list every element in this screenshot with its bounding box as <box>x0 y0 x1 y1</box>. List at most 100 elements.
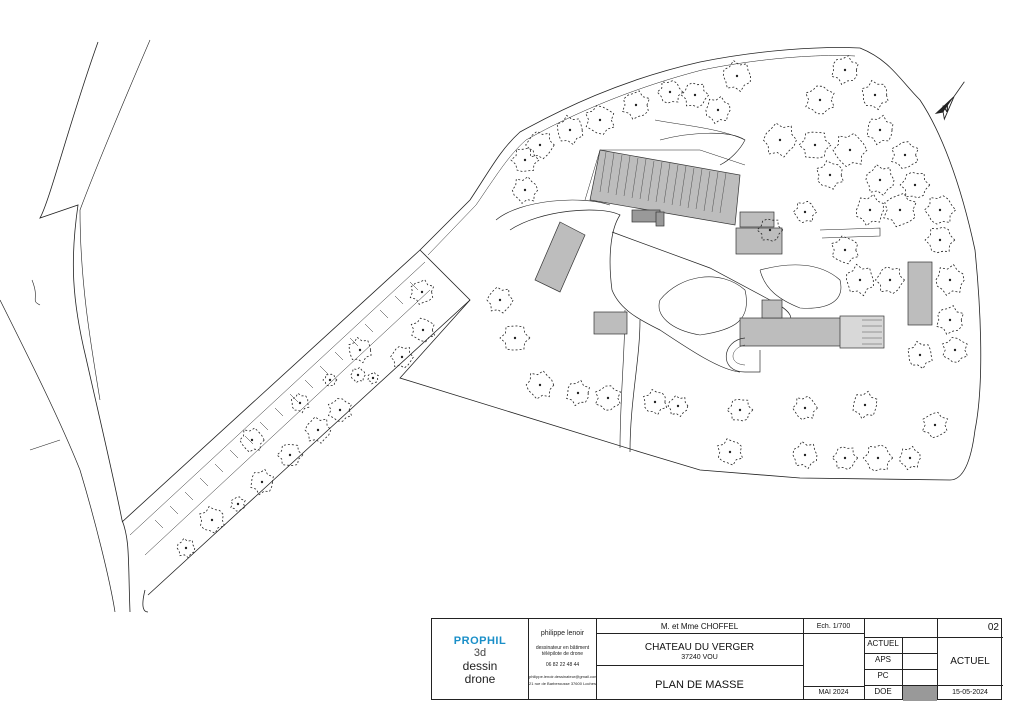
tree-trunk <box>716 108 720 112</box>
tree-trunk <box>843 248 847 252</box>
tree-trunk <box>513 336 517 340</box>
tree-trunk <box>576 391 580 395</box>
tree-trunk <box>523 158 527 162</box>
logo-3d: 3d <box>473 647 487 659</box>
tree-trunk <box>288 453 292 457</box>
phase-aps: APS <box>874 655 891 664</box>
tree-trunk <box>876 456 880 460</box>
tree <box>899 445 921 471</box>
tree-trunk <box>735 74 739 78</box>
tree-trunk <box>778 138 782 142</box>
author-info: philippe lenoir dessinateur en bâtiment … <box>529 619 596 701</box>
tree <box>680 82 710 108</box>
current-status: ACTUEL <box>950 656 990 667</box>
tree-trunk <box>938 208 942 212</box>
north-arrow-icon: N <box>934 81 965 121</box>
tree-trunk <box>878 178 882 182</box>
trees <box>176 55 969 559</box>
author-role-1: dessinateur en bâtiment <box>535 645 590 651</box>
author-phone: 06 82 22 48 44 <box>545 662 580 668</box>
tree <box>866 114 894 146</box>
tree <box>862 444 894 472</box>
tree-trunk <box>371 376 375 380</box>
tree <box>525 370 555 400</box>
buildings <box>534 149 933 373</box>
tree-trunk <box>843 68 847 72</box>
tree <box>792 200 817 224</box>
tree <box>935 264 965 296</box>
tree-trunk <box>728 450 732 454</box>
tree <box>511 176 539 204</box>
tree <box>667 395 689 418</box>
tree-trunk <box>768 228 772 232</box>
tree <box>410 317 436 343</box>
project-name: CHATEAU DU VERGER <box>644 642 755 653</box>
tree <box>762 122 798 158</box>
tree-trunk <box>184 546 188 550</box>
tree-trunk <box>813 143 817 147</box>
tree <box>874 266 905 294</box>
tree-trunk <box>598 118 602 122</box>
author-email[interactable]: philippe.lenoir.dessinateur@gmail.com <box>529 674 596 679</box>
tree <box>856 193 884 227</box>
tree <box>924 226 956 254</box>
roads <box>0 39 982 613</box>
tree-trunk <box>863 403 867 407</box>
tree <box>621 90 651 120</box>
tree-trunk <box>948 318 952 322</box>
author-address: 21 rue de Barberousse 37600 Loches <box>529 681 596 686</box>
tree <box>865 164 895 196</box>
tree <box>230 496 246 512</box>
phase-doe-marker <box>903 686 937 701</box>
tree-trunk <box>938 238 942 242</box>
tree-trunk <box>848 148 852 152</box>
tree-trunk <box>803 453 807 457</box>
tree <box>899 171 931 199</box>
tree <box>831 446 859 470</box>
tree <box>409 279 435 305</box>
tree <box>250 468 274 496</box>
tree <box>936 305 964 335</box>
logo-brand: PROPHIL <box>453 635 507 647</box>
tree-trunk <box>250 438 254 442</box>
tree-trunk <box>873 93 877 97</box>
tree <box>499 325 531 351</box>
author-name: philippe lenoir <box>540 630 585 637</box>
tree-trunk <box>538 143 542 147</box>
author-role-2: télépilote de drone <box>541 651 584 657</box>
tree <box>816 160 844 190</box>
tree <box>198 506 226 534</box>
tree-trunk <box>210 518 214 522</box>
revision-date: 15-05-2024 <box>952 689 988 696</box>
tree-trunk <box>668 90 672 94</box>
tree-trunk <box>828 173 832 177</box>
client-name: M. et Mme CHOFFEL <box>660 622 739 631</box>
tree-trunk <box>738 408 742 412</box>
tree <box>594 385 622 411</box>
svg-text:N: N <box>942 104 949 114</box>
tree-trunk <box>803 406 807 410</box>
tree <box>861 79 889 111</box>
tree-trunk <box>328 378 332 382</box>
tree <box>756 218 784 242</box>
tree <box>350 366 366 384</box>
tree-trunk <box>498 298 502 302</box>
sheet-number: 02 <box>987 622 999 633</box>
tree <box>832 132 868 167</box>
tree <box>327 398 353 422</box>
tree-trunk <box>260 480 264 484</box>
tree <box>525 130 555 160</box>
tree <box>830 235 860 265</box>
tree <box>566 379 590 407</box>
tree-trunk <box>634 103 638 107</box>
tree <box>846 263 874 297</box>
tree <box>585 105 615 135</box>
title-block: PROPHIL 3d dessin drone philippe lenoir … <box>431 618 1003 701</box>
tree <box>510 147 540 172</box>
tree-trunk <box>356 373 360 377</box>
tree <box>239 427 265 453</box>
tree <box>348 336 372 364</box>
tree <box>890 141 919 169</box>
tree-trunk <box>888 278 892 282</box>
tree-trunk <box>843 456 847 460</box>
